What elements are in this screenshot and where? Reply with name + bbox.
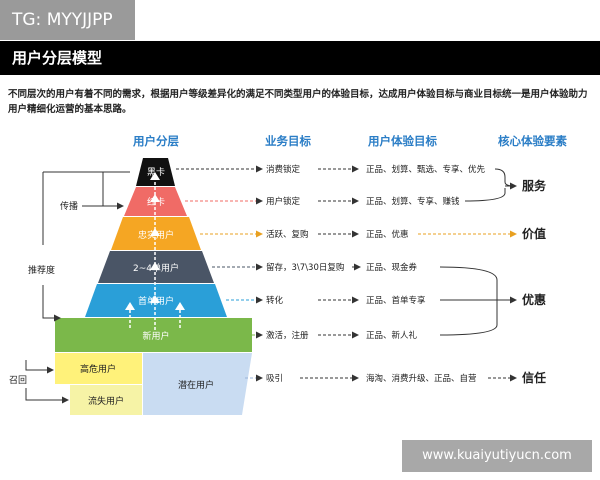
header-layers: 用户分层 [133,134,179,148]
business-goal-4: 留存，3\7\30日复购 [266,262,344,273]
business-ux-arrows [300,165,361,382]
box-lost [70,385,142,415]
header-core: 核心体验要素 [498,134,567,148]
header-ux: 用户体验目标 [368,134,437,148]
title-bar: 用户分层模型 [0,41,600,75]
core-connectors [418,168,517,382]
intro-text: 不同层次的用户有着不同的需求，根据用户等级差异化的满足不同类型用户的体验目标，达… [8,89,588,115]
box-potential [143,353,252,415]
top-watermark: TG: MYYJJPP [0,0,135,40]
business-goal-2: 用户锁定 [266,196,301,207]
growth-arrows [129,180,181,330]
business-goal-1: 消费锁定 [266,164,301,175]
layer-label-new: 新用户 [142,330,169,342]
ux-goal-6: 正品、新人礼 [366,330,418,341]
ux-goal-4: 正品、现金券 [366,262,418,273]
core-element-value: 价值 [522,226,546,241]
business-goal-7: 吸引 [266,374,283,384]
box-high-risk [55,353,142,384]
ux-goal-7: 海淘、消费升级、正品、自营 [366,373,477,384]
layer-label-first: 首单用户 [138,295,174,307]
ux-goal-2: 正品、划算、专享、赚钱 [366,196,460,207]
box-label-potential: 潜在用户 [178,379,214,391]
business-goal-3: 活跃、复购 [266,229,309,240]
layer-new-user [55,318,252,352]
box-label-lost: 流失用户 [88,395,124,407]
core-element-service: 服务 [522,178,547,193]
page-title: 用户分层模型 [12,49,103,67]
layer-connectors [176,165,263,382]
arrow-heads [125,172,185,310]
box-label-high-risk: 高危用户 [80,363,116,375]
layer-label-loyal: 忠实用户 [138,229,174,241]
side-label-spread: 传播 [60,200,78,212]
layer-label-red: 红卡 [147,196,165,208]
core-element-trust: 信任 [522,370,546,385]
left-brackets [25,171,130,404]
layer-label-black: 黑卡 [147,166,165,178]
ux-goal-1: 正品、划算、甄选、专享、优先 [366,164,486,175]
side-label-recall: 召回 [9,375,27,386]
ux-goal-5: 正品、首单专享 [366,295,426,306]
layer-label-multi: 2~4单用户 [133,262,179,274]
user-layer-diagram: 黑卡 红卡 忠实用户 2~4单用户 首单用户 新用户 高危用户 流失用户 潜在用… [9,158,547,415]
header-business: 业务目标 [265,134,311,148]
bottom-watermark: www.kuaiyutiyucn.com [402,440,592,472]
side-label-recommend: 推荐度 [28,264,55,276]
core-element-discount: 优惠 [522,292,546,307]
business-goal-5: 转化 [266,295,284,306]
business-goal-6: 激活，注册 [266,330,309,341]
ux-goal-3: 正品、优惠 [366,229,409,240]
layer-black-card [136,158,175,186]
